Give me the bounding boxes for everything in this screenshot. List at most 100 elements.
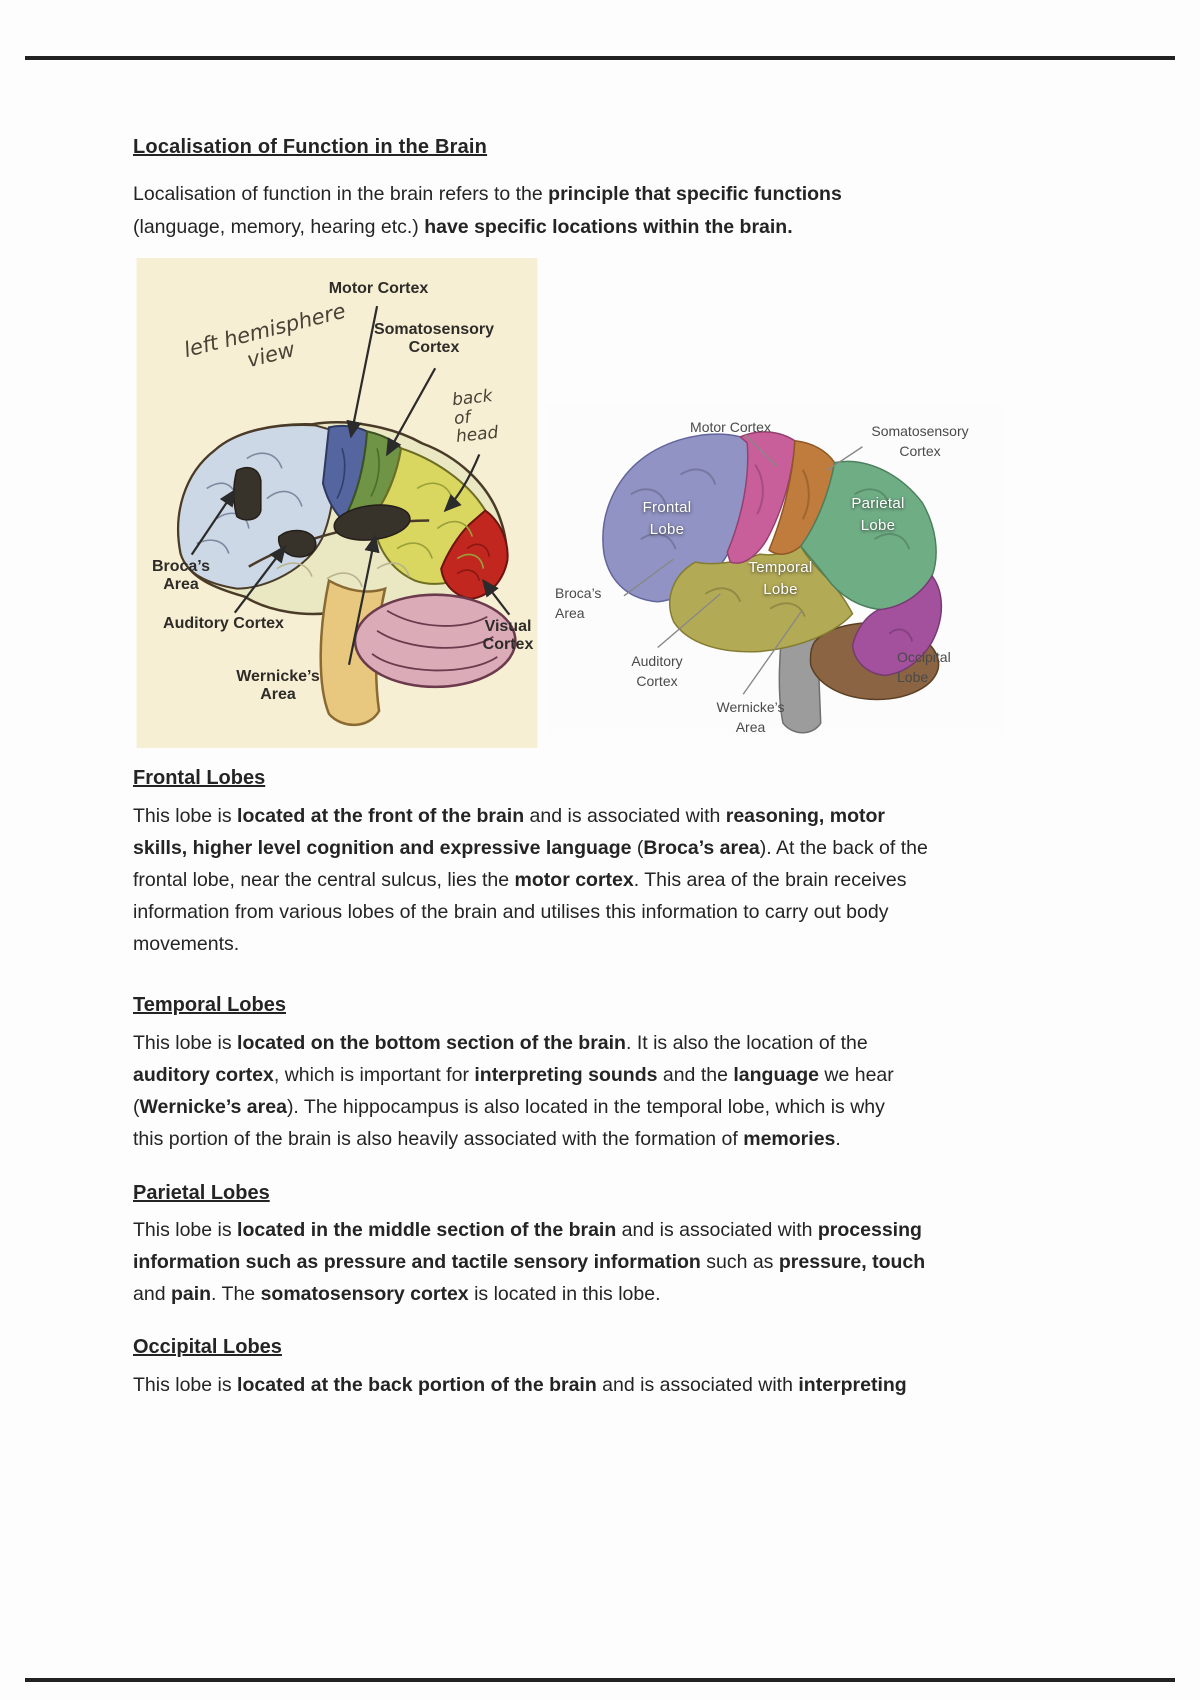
text-segment: Localisation of function in the brain re…	[133, 183, 549, 205]
text-line: information from various lobes of the br…	[133, 896, 928, 928]
cerebellum-fold-line	[376, 630, 494, 649]
parietal-label-line1: Parietal	[851, 495, 905, 512]
text-segment: and is associated with	[524, 805, 726, 827]
cerebellum-fold-line	[386, 609, 488, 627]
text-segment: .	[835, 1128, 841, 1150]
bold-text-segment: principle that specific functions	[548, 183, 842, 205]
occipital-lobe-label: Occipital Lobe	[897, 647, 997, 688]
text-segment: is located in this lobe.	[468, 1283, 661, 1305]
temporal-gyri-lines	[276, 562, 410, 587]
motor-gyri-line	[336, 448, 346, 499]
brocas-area-label: Broca’s Area	[141, 558, 221, 595]
visual-label-line1: Visual	[484, 618, 532, 635]
bold-text-segment: located in the middle section of the bra…	[237, 1219, 617, 1241]
bold-text-segment: Wernicke’s area	[139, 1096, 287, 1118]
somatosensory-label-line2: Cortex	[899, 443, 941, 460]
back-of-head-handwritten-note: back of head	[451, 385, 517, 447]
intro-paragraph: Localisation of function in the brain re…	[133, 178, 842, 244]
text-segment: . The	[211, 1283, 261, 1305]
bold-text-segment: motor cortex	[514, 869, 634, 891]
text-segment: and is associated with	[596, 1374, 799, 1396]
temporal-label-line1: Temporal	[748, 559, 813, 576]
wernickes-label-line2: Area	[735, 719, 766, 736]
text-segment: (	[631, 837, 644, 859]
text-line: auditory cortex, which is important for …	[133, 1059, 894, 1091]
frontal-lobes-paragraph: This lobe is located at the front of the…	[133, 800, 928, 960]
text-segment: we hear	[818, 1064, 894, 1086]
temporal-lobe-label: Temporal Lobe	[723, 557, 838, 601]
frontal-lobe-label: Frontal Lobe	[617, 497, 717, 541]
bold-text-segment: interpreting sounds	[474, 1064, 658, 1086]
text-line: Localisation of function in the brain re…	[133, 178, 842, 211]
frontal-label-line2: Lobe	[649, 520, 685, 538]
somatosensory-label-line1: Somatosensory	[871, 423, 969, 439]
brocas-label-line2: Area	[555, 605, 585, 622]
bold-text-segment: language	[733, 1064, 819, 1086]
text-segment: movements.	[133, 933, 240, 955]
left-brain-figure: Motor Cortex Somatosensory Cortex left h…	[136, 258, 538, 748]
auditory-label-line2: Cortex	[636, 673, 678, 690]
text-segment: and	[133, 1283, 171, 1305]
text-segment: ). The hippocampus is also located in th…	[286, 1096, 885, 1118]
occipital-label-line1: Occipital	[897, 649, 951, 665]
text-segment: frontal lobe, near the central sulcus, l…	[133, 869, 515, 891]
bold-text-segment: located at the front of the brain	[237, 805, 525, 827]
parietal-label-line2: Lobe	[860, 516, 896, 534]
wernickes-label-line2: Area	[260, 686, 296, 704]
text-line: information such as pressure and tactile…	[133, 1246, 925, 1278]
wernickes-area-label: Wernicke’s Area	[228, 668, 328, 705]
wernickes-label-line1: Wernicke’s	[236, 668, 320, 685]
bold-text-segment: located on the bottom section of the bra…	[237, 1032, 626, 1054]
frontal-label-line1: Frontal	[642, 499, 692, 516]
temporal-label-line2: Lobe	[763, 580, 798, 598]
somatosensory-gyri-line	[370, 448, 380, 497]
text-line: and pain. The somatosensory cortex is lo…	[133, 1278, 925, 1310]
wernickes-area-label: Wernicke’s Area	[693, 697, 808, 738]
text-line: This lobe is located in the middle secti…	[133, 1214, 925, 1246]
text-segment: This lobe is	[133, 805, 238, 827]
frontal-lobes-heading: Frontal Lobes	[133, 767, 266, 789]
auditory-cortex-label: Auditory Cortex	[141, 615, 306, 633]
motor-cortex-region	[726, 431, 796, 564]
text-line: movements.	[133, 928, 928, 960]
label-leader-lines	[623, 434, 863, 695]
page-title: Localisation of Function in the Brain	[133, 136, 488, 158]
text-segment: . It is also the location of the	[625, 1032, 868, 1054]
motor-cortex-label-text: Motor Cortex	[328, 280, 429, 297]
bold-text-segment: somatosensory cortex	[260, 1283, 469, 1305]
cerebellum-fold-line	[371, 653, 498, 672]
text-segment: and the	[657, 1064, 734, 1086]
brocas-label-line1: Broca’s	[555, 585, 602, 601]
bold-text-segment: memories	[743, 1128, 836, 1150]
temporal-lobe-region	[669, 545, 854, 653]
text-line: this portion of the brain is also heavil…	[133, 1123, 894, 1155]
text-segment: This lobe is	[133, 1032, 238, 1054]
label-arrows	[190, 305, 511, 666]
somatosensory-label-line1: Somatosensory	[373, 321, 495, 338]
occipital-label-line2: Lobe	[897, 669, 929, 686]
visual-cortex-label: Visual Cortex	[469, 618, 547, 655]
bold-text-segment: pressure, touch	[778, 1251, 926, 1273]
temporal-lobes-paragraph: This lobe is located on the bottom secti…	[133, 1027, 894, 1155]
gyri-shading-lines	[630, 464, 914, 642]
text-line: This lobe is located on the bottom secti…	[133, 1027, 894, 1059]
text-segment: ). At the back of the	[759, 837, 928, 859]
occipital-gyri-lines	[456, 543, 491, 581]
motor-cortex-label: Motor Cortex	[286, 280, 471, 298]
brocas-area-label: Broca’s Area	[555, 583, 630, 624]
text-segment: information from various lobes of the br…	[133, 901, 889, 923]
wernickes-label-line1: Wernicke’s	[716, 699, 785, 715]
bold-text-segment: information such as pressure and tactile…	[133, 1251, 701, 1273]
brocas-label-line2: Area	[163, 576, 199, 594]
motor-cortex-label: Motor Cortex	[673, 417, 788, 437]
occipital-lobes-paragraph: This lobe is located at the back portion…	[133, 1369, 907, 1401]
bold-text-segment: have specific locations within the brain…	[424, 216, 793, 238]
text-segment: this portion of the brain is also heavil…	[133, 1128, 744, 1150]
visual-label-line2: Cortex	[482, 636, 534, 654]
bottom-divider	[25, 1678, 1175, 1682]
bold-text-segment: located at the back portion of the brain	[237, 1374, 597, 1396]
somatosensory-cortex-label: Somatosensory Cortex	[850, 421, 990, 462]
text-segment: and is associated with	[616, 1219, 818, 1241]
text-line: This lobe is located at the front of the…	[133, 800, 928, 832]
